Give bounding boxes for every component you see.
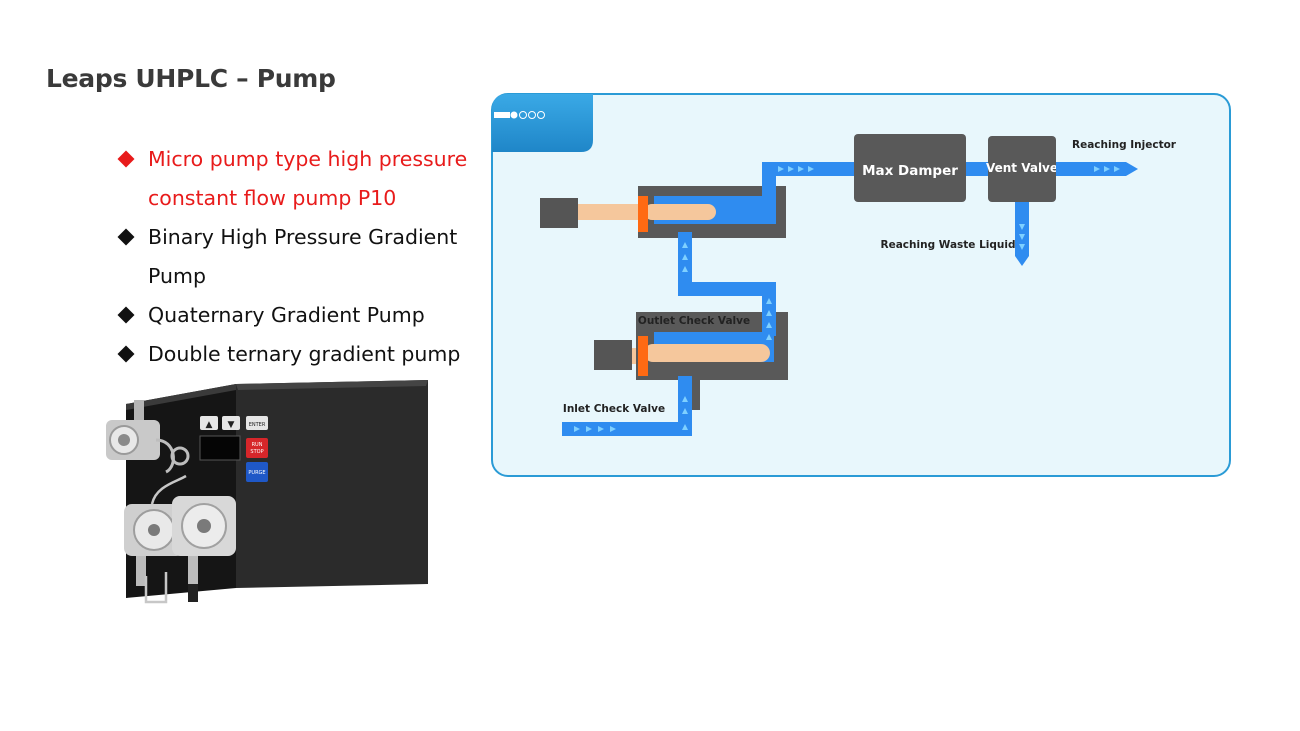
bullet-text: Binary High Pressure Gradient Pump: [148, 225, 458, 288]
feature-list: Micro pump type high pressure constant f…: [117, 140, 488, 374]
bullet-quaternary-pump: Quaternary Gradient Pump: [117, 296, 488, 335]
bullet-text: Micro pump type high pressure constant f…: [148, 147, 468, 210]
upper-plunger-cap: [540, 198, 578, 228]
reaching-injector-label: Reaching Injector: [1072, 139, 1177, 151]
bullet-text: Double ternary gradient pump: [148, 342, 461, 366]
upper-seal: [638, 196, 648, 232]
vent-valve-label: Vent Valve: [986, 161, 1058, 175]
purge-button[interactable]: [246, 462, 268, 482]
outlet-check-valve-label: Outlet Check Valve: [638, 315, 750, 327]
slide-title: Leaps UHPLC – Pump: [46, 64, 336, 93]
inlet-check-valve-label: Inlet Check Valve: [563, 403, 665, 415]
flow-arrows: [574, 166, 1120, 432]
svg-text:RUN: RUN: [252, 442, 263, 448]
max-damper-block: [854, 134, 966, 202]
enter-label: ENTER: [249, 422, 266, 428]
lcd-display: [199, 435, 241, 461]
down-arrow-icon: ▼: [228, 420, 235, 430]
pump-flow-diagram: Max Damper Vent Valve Reaching Injector …: [491, 93, 1231, 477]
case-side: [236, 380, 428, 588]
run-stop-button[interactable]: [246, 438, 268, 458]
diamond-bullet-icon: [117, 150, 135, 168]
case-top-edge: [236, 380, 428, 390]
diagram-tab: [492, 94, 593, 152]
diamond-bullet-icon: [117, 345, 135, 363]
svg-text:PURGE: PURGE: [248, 470, 265, 476]
lower-plunger-cap: [594, 340, 632, 370]
page-dot-icon: [528, 111, 536, 119]
diamond-bullet-icon: [117, 306, 135, 324]
lower-seal: [638, 336, 648, 376]
bullet-text: Quaternary Gradient Pump: [148, 303, 425, 327]
max-damper-label: Max Damper: [862, 163, 958, 179]
page-dot-icon: [510, 111, 518, 119]
up-arrow-icon: ▲: [206, 420, 213, 430]
pump-device-image: ▲ ▼ ENTER RUN STOP PURGE: [106, 380, 428, 604]
svg-text:STOP: STOP: [250, 449, 263, 455]
upper-piston-rod: [578, 204, 640, 220]
enter-button[interactable]: [246, 416, 268, 430]
vent-valve-block: [988, 136, 1056, 202]
reaching-waste-label: Reaching Waste Liquid: [881, 239, 1016, 251]
down-button[interactable]: [222, 416, 240, 430]
upper-piston: [644, 204, 716, 220]
diamond-bullet-icon: [117, 228, 135, 246]
page-dot-icon: [537, 111, 545, 119]
bullet-binary-pump: Binary High Pressure Gradient Pump: [117, 218, 488, 296]
bullet-p10-pump: Micro pump type high pressure constant f…: [117, 140, 488, 218]
page-dot-icon: [519, 111, 527, 119]
bullet-ternary-pump: Double ternary gradient pump: [117, 335, 488, 374]
lower-piston: [644, 344, 770, 362]
up-button[interactable]: [200, 416, 218, 430]
